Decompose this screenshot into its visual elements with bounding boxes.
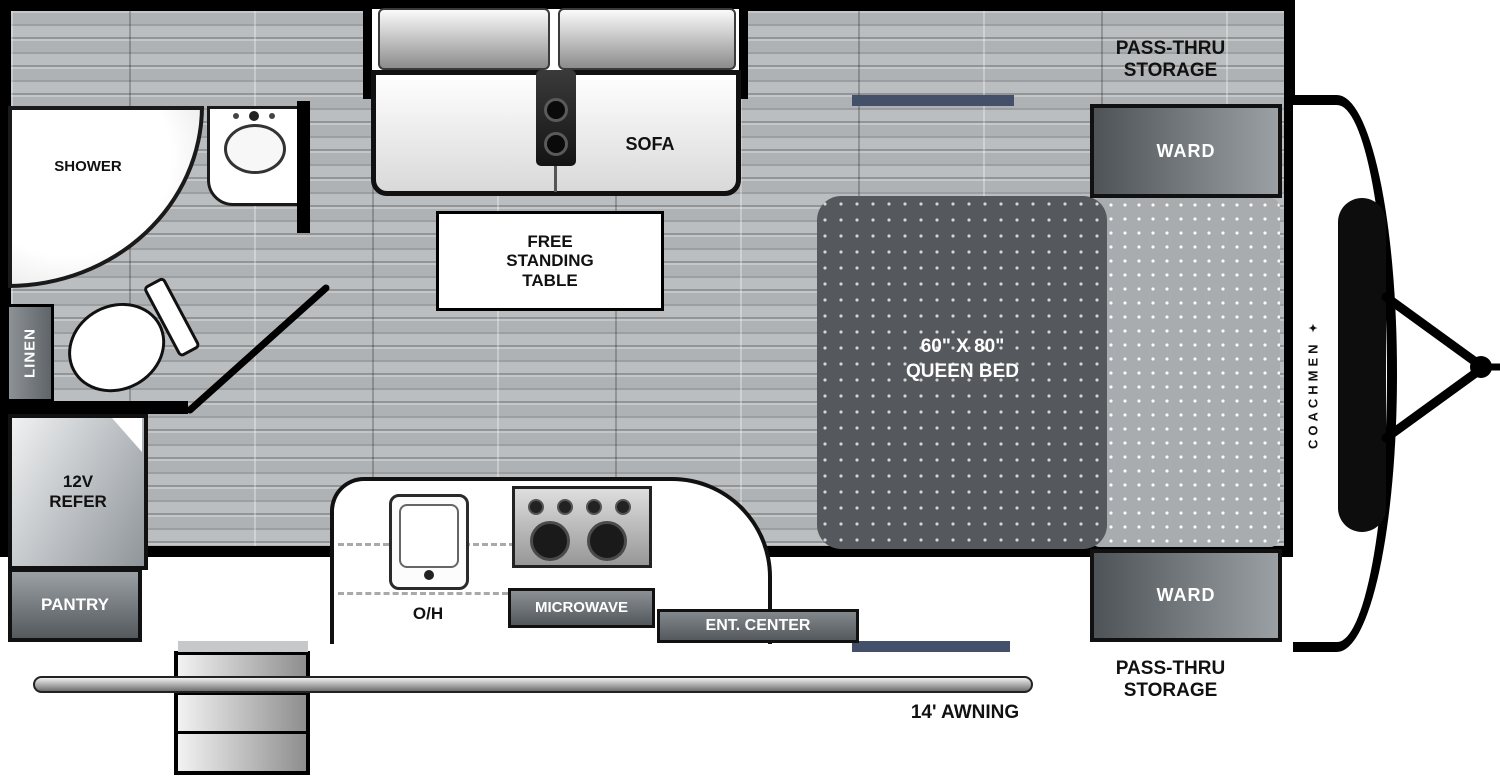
oh-dash-line: [338, 592, 508, 595]
entry-door-opening: [178, 641, 308, 652]
microwave: MICROWAVE: [508, 588, 655, 628]
queen-bed: [817, 196, 1107, 549]
awning-bar: [33, 676, 1033, 693]
sofa-back-cushion-left: [378, 8, 550, 70]
free-standing-table: FREE STANDING TABLE: [436, 211, 664, 311]
kitchen-sink-basin: [399, 504, 459, 568]
coachmen-logo-icon: ✦: [1307, 321, 1320, 335]
overhead-cabinet-label: O/H: [412, 604, 444, 623]
window-bottom-wall: [852, 641, 1010, 652]
cupholder: [544, 98, 568, 122]
sofa-label: SOFA: [625, 134, 675, 154]
faucet: [249, 111, 259, 121]
hitch-tongue: [1381, 292, 1500, 443]
brand-mark: COACHMEN ✦: [1300, 285, 1326, 485]
bath-wall-bottom: [0, 401, 188, 414]
wardrobe-bottom: WARD: [1090, 549, 1282, 642]
awning-label: 14' AWNING: [910, 702, 1020, 723]
refer-door-notch: [112, 418, 142, 452]
bath-sink-bowl: [224, 124, 286, 174]
burner: [530, 521, 570, 561]
burner-knob: [586, 499, 602, 515]
wardrobe-top: WARD: [1090, 104, 1282, 198]
kitchen-faucet: [424, 570, 434, 580]
burner-knob: [615, 499, 631, 515]
brand-text: COACHMEN: [1305, 340, 1321, 449]
window-top-wall: [852, 95, 1014, 106]
shower-label: SHOWER: [54, 158, 122, 175]
faucet-knob: [233, 113, 239, 119]
entertainment-center: ENT. CENTER: [657, 609, 859, 643]
hitch-coupler: [1470, 356, 1492, 378]
burner-knob: [528, 499, 544, 515]
bath-door-swing: [186, 284, 330, 414]
queen-bed-label: 60" X 80" QUEEN BED: [906, 336, 1019, 382]
pass-thru-storage-bottom-label: PASS-THRU STORAGE: [1115, 658, 1226, 701]
bath-wall-right: [297, 101, 310, 233]
step: [178, 691, 306, 732]
pantry: PANTRY: [8, 568, 142, 642]
front-window: [1338, 198, 1386, 532]
faucet-knob: [269, 113, 275, 119]
entry-steps: [174, 651, 310, 775]
counter-dash-line: [338, 543, 650, 546]
cupholder: [544, 132, 568, 156]
sofa-back-cushion-right: [558, 8, 736, 70]
pass-thru-storage-top-label: PASS-THRU STORAGE: [1115, 38, 1226, 81]
burner-knob: [557, 499, 573, 515]
step: [178, 731, 306, 772]
linen-closet: LINEN: [6, 304, 54, 402]
burner: [587, 521, 627, 561]
bed-pillow-area: [1090, 198, 1280, 547]
